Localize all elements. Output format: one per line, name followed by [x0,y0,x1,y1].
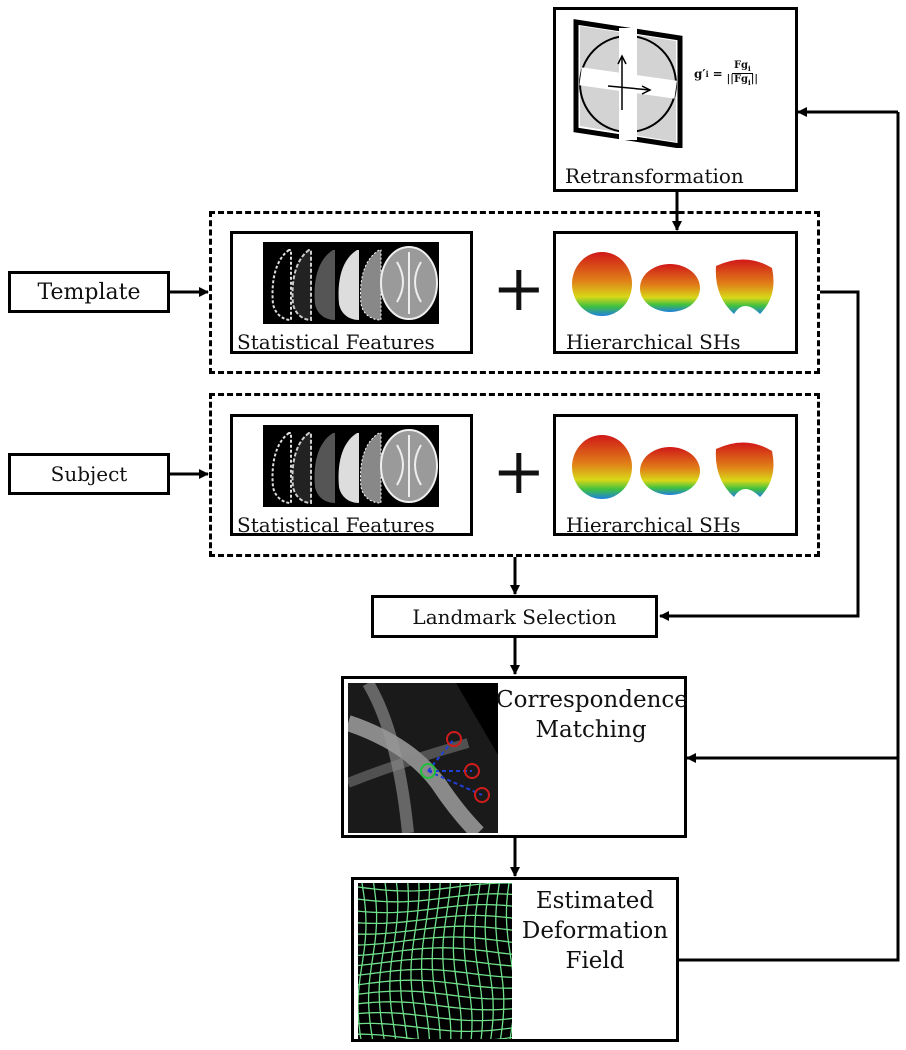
template-sh-glyphs [572,252,774,316]
template-brain-slices [263,242,439,324]
subject-features-box: Statistical Features [230,414,473,537]
grid-line-v [389,883,399,1039]
grid-line-v [484,883,494,1039]
template-box: Template [8,271,170,313]
rotation-diagram [573,19,683,148]
grid-line-h [358,979,512,989]
subject-label: Subject [50,462,128,486]
formula-lhs: g′ [694,66,706,81]
deformation-label: Estimated Deformation Field [512,886,678,976]
correspondence-image [348,683,498,833]
correspondence-line2: Matching [535,717,647,743]
formula-num-sub: i [748,64,751,73]
formula-den-sub: i [748,78,751,87]
grid-line-h [358,903,512,914]
deformation-grid [358,883,512,1039]
subject-features-label: Statistical Features [237,513,435,537]
grid-line-h [358,883,512,892]
formula-lhs-sub: i [705,68,709,79]
grid-line-v [431,883,441,1039]
grid-line-h [358,968,512,978]
subject-shs-label: Hierarchical SHs [566,513,741,537]
grid-line-h [358,1001,512,1011]
correspondence-line1: Correspondence [496,687,688,713]
arrow-template-to-landmark [659,290,860,621]
subject-box: Subject [8,453,170,495]
template-shs-box: Hierarchical SHs [553,231,798,354]
subject-sh-glyphs [572,435,774,499]
template-label: Template [37,279,141,305]
template-plus-sign: + [492,252,546,326]
grid-line-v [442,883,452,1039]
formula-num: Fg [733,60,749,71]
formula-den-end: || [750,74,758,85]
template-features-box: Statistical Features [230,231,473,354]
template-group [209,211,820,374]
retransformation-formula: g′i = Fgi ||Fgi|| [694,60,758,87]
grid-line-h [358,1011,512,1022]
template-shs-label: Hierarchical SHs [566,330,741,354]
grid-line-v [495,883,505,1039]
deformation-line1: Estimated [535,888,655,914]
grid-line-v [410,883,420,1039]
deformation-line3: Field [565,948,625,974]
grid-line-h [358,990,512,1000]
template-features-label: Statistical Features [237,330,435,354]
subject-group [209,393,820,557]
subject-plus-sign: + [492,435,546,509]
grid-line-v [358,883,367,1039]
correspondence-box: Correspondence Matching [341,676,688,838]
subject-brain-slices [263,425,439,507]
correspondence-label: Correspondence Matching [496,685,688,745]
landmark-selection-label: Landmark Selection [412,604,617,629]
grid-line-v [367,883,378,1039]
grid-line-h [358,947,512,957]
deformation-box: Estimated Deformation Field [351,877,679,1042]
grid-line-v [378,883,388,1039]
retransformation-box: g′i = Fgi ||Fgi|| Retransformation [553,7,798,192]
feedback-line [679,112,900,962]
grid-line-h [358,925,512,935]
grid-line-v [399,883,410,1039]
formula-den: ||Fg [726,74,749,85]
subject-shs-box: Hierarchical SHs [553,414,798,537]
retransformation-label: Retransformation [565,164,744,188]
grid-line-v [452,883,463,1039]
grid-line-v [505,883,512,1039]
deformation-line2: Deformation [521,918,669,944]
grid-line-v [473,883,484,1039]
grid-line-v [420,883,431,1039]
grid-line-h [358,1022,512,1033]
grid-line-v [463,883,473,1039]
landmark-selection-box: Landmark Selection [371,595,658,638]
